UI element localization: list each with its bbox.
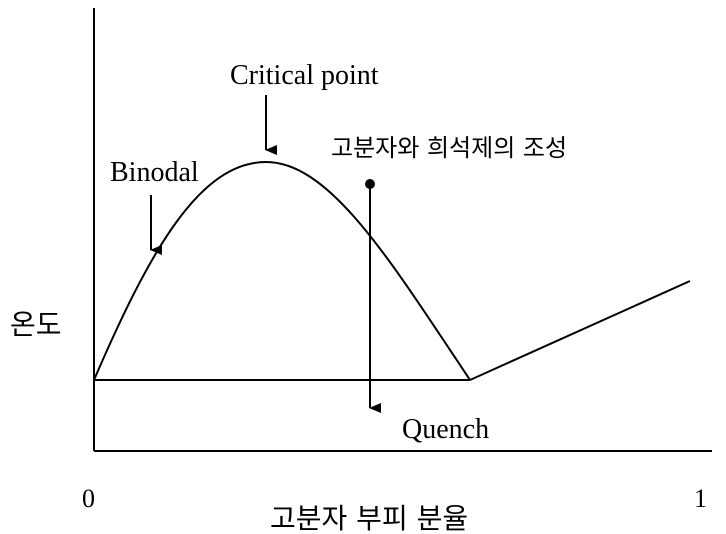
quench-label: Quench	[402, 414, 489, 445]
y-axis-label: 온도	[10, 308, 62, 341]
right-rising-line	[469, 280, 691, 381]
composition-label: 고분자와 희석제의 조성	[331, 134, 567, 162]
x-axis-label: 고분자 부피 분율	[270, 502, 468, 534]
x-axis-start-label: 0	[82, 484, 95, 513]
critical-point-label: Critical point	[230, 60, 379, 91]
binodal-label: Binodal	[110, 157, 199, 188]
x-axis-end-label: 1	[694, 484, 707, 513]
binodal-curve	[93, 160, 471, 381]
